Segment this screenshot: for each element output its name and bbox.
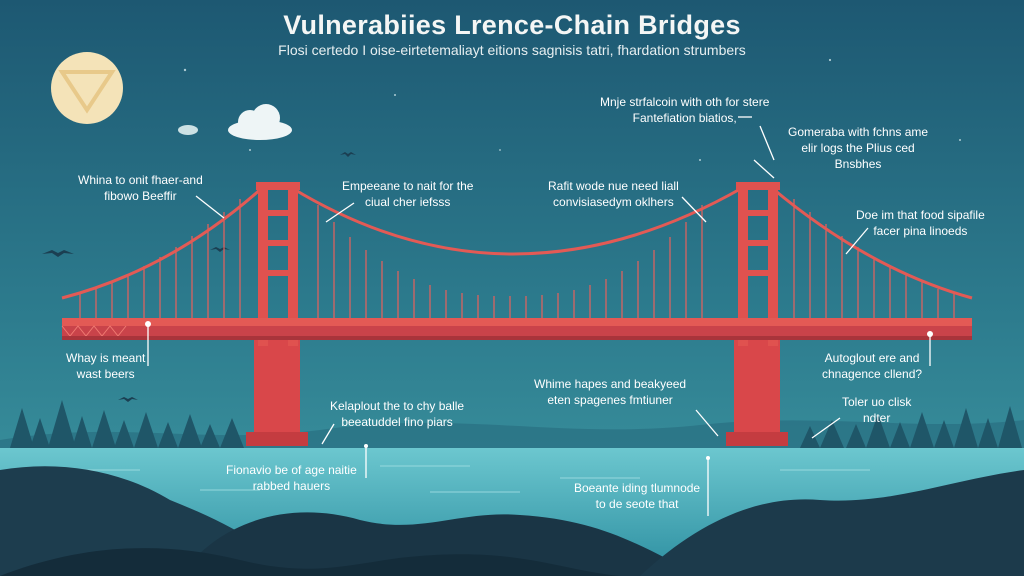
left-tower bbox=[256, 182, 300, 346]
tree-icon-right bbox=[800, 406, 1022, 448]
moon-icon bbox=[51, 52, 123, 124]
left-tower-base bbox=[254, 340, 300, 440]
cloud-icon bbox=[228, 104, 292, 140]
bird-icon bbox=[42, 152, 356, 402]
annotation-dots bbox=[145, 321, 933, 460]
front-hills bbox=[0, 548, 620, 576]
annotation-arrows bbox=[147, 116, 931, 516]
hangers bbox=[79, 199, 955, 320]
water-ripples bbox=[60, 465, 870, 493]
tree-icon bbox=[10, 400, 244, 448]
page-title: Vulnerabiies Lrence-Chain Bridges bbox=[283, 10, 741, 40]
main-cables bbox=[61, 186, 973, 300]
right-hill bbox=[640, 470, 1024, 576]
center-hills bbox=[180, 512, 700, 576]
bridge-deck bbox=[61, 318, 972, 340]
suspension-bridge bbox=[61, 182, 973, 446]
cloud-icon-small bbox=[178, 125, 198, 135]
stars bbox=[183, 29, 961, 161]
right-tower-base bbox=[734, 340, 780, 440]
right-tower bbox=[736, 182, 780, 346]
page-subtitle: Flosi certedo I oise-eirtetemaliayt eiti… bbox=[278, 42, 746, 58]
